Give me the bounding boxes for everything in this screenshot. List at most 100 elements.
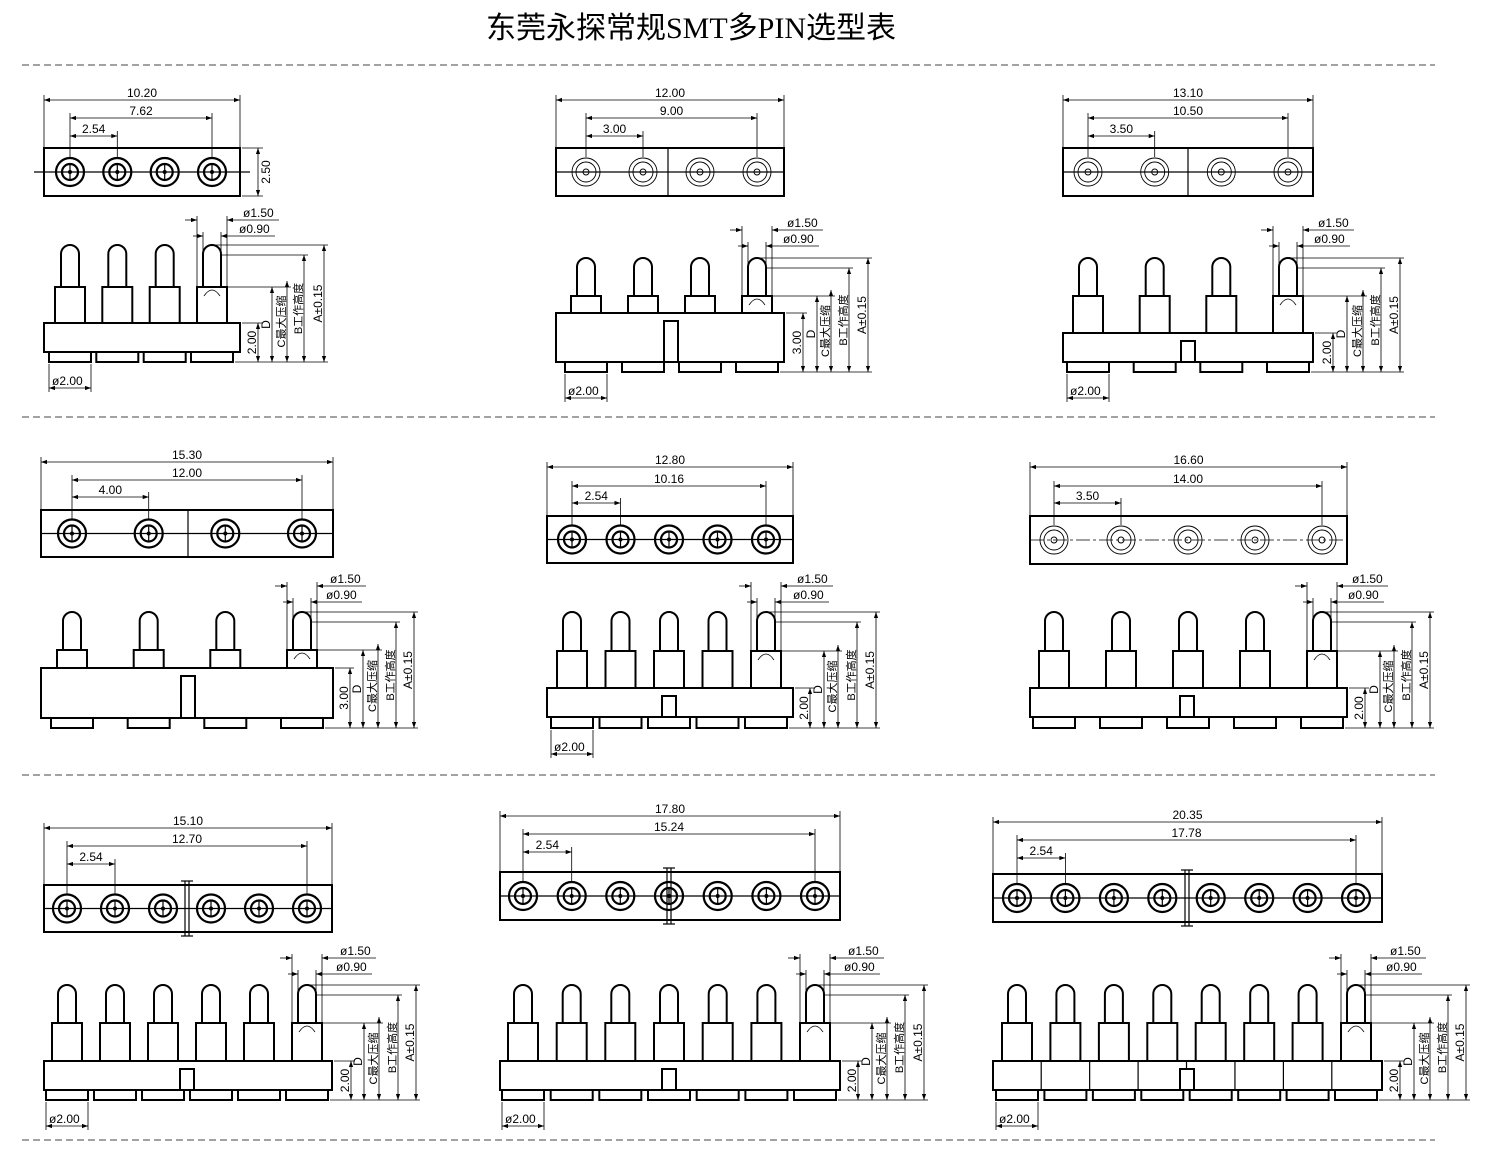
working-height-label: B工作高度 <box>1399 649 1413 700</box>
d-label: D <box>350 684 364 693</box>
pin-hole-outer-ring <box>605 524 636 555</box>
pin-barrel <box>51 1022 83 1062</box>
pin-barrel <box>1340 1022 1372 1062</box>
pin-barrel <box>750 1022 783 1062</box>
pin-hole-outer-ring <box>1106 525 1136 555</box>
base-locating-slot <box>180 675 196 719</box>
pogo-pin <box>99 984 131 1062</box>
pin-hole <box>133 518 164 549</box>
solder-foot <box>141 1089 185 1101</box>
pin-hole <box>750 524 782 555</box>
pin-barrel <box>1146 1022 1179 1062</box>
base-height-label: 2.00 <box>1352 696 1366 720</box>
working-height-label: B工作高度 <box>892 1022 906 1073</box>
pin-hole-outer-ring <box>653 880 685 912</box>
pin-hole <box>556 880 587 912</box>
pin-hole-outer-ring <box>751 880 782 912</box>
pin-plunger <box>1152 984 1173 1024</box>
plunger-stroke-arc <box>203 289 221 297</box>
pin-plunger <box>610 984 631 1024</box>
insulator-base <box>43 322 241 353</box>
pin-plunger <box>1200 984 1221 1024</box>
barrel-diameter-label: ø1.50 <box>848 944 879 958</box>
pin-barrel <box>1097 1022 1130 1062</box>
pin-barrel <box>132 649 165 669</box>
total-height-label: A±0.15 <box>1453 1023 1467 1061</box>
pin-hole-outer-ring <box>149 156 180 188</box>
pin-hole-inner-ring <box>1244 529 1266 551</box>
plunger-diameter-label: ø0.90 <box>239 222 270 236</box>
pin-barrel <box>1072 295 1104 334</box>
pin-plunger <box>1312 611 1332 652</box>
solder-foot <box>647 1089 691 1101</box>
pin-hole <box>1073 157 1103 187</box>
pin-plunger <box>1055 984 1076 1024</box>
pin-barrel <box>1105 650 1137 689</box>
barrel-diameter-label: ø1.50 <box>243 206 274 220</box>
pin-barrel <box>799 1022 831 1062</box>
pin-plunger <box>249 984 269 1024</box>
pin-span-label: 15.24 <box>654 820 684 834</box>
solder-foot <box>280 717 324 729</box>
foot-diameter-label: ø2.00 <box>505 1112 536 1126</box>
pin-hole-outer-ring <box>799 880 831 912</box>
pin-barrel <box>1205 295 1238 334</box>
solder-foot <box>678 361 722 373</box>
pin-hole-inner-ring <box>1110 529 1132 551</box>
pin-plunger <box>756 984 777 1024</box>
total-height-label: A±0.15 <box>401 651 415 689</box>
pin-hole <box>243 893 275 924</box>
solder-foot <box>1233 716 1277 729</box>
plunger-stroke-arc <box>1313 653 1331 661</box>
max-compression-label: C最大压缩 <box>1417 1033 1431 1085</box>
pin-barrel <box>1001 1022 1033 1062</box>
plunger-diameter-label: ø0.90 <box>793 588 824 602</box>
base-locating-slot <box>661 695 677 718</box>
pin-hole-outer-ring <box>1147 882 1178 914</box>
pin-hole <box>799 880 831 912</box>
pin-hole-outer-ring <box>286 518 318 549</box>
pin-plunger <box>659 611 679 652</box>
pin-plunger <box>561 984 582 1024</box>
solder-foot <box>550 716 594 729</box>
pogo-pin <box>653 611 685 689</box>
pin-barrel <box>555 1022 588 1062</box>
pin-plunger <box>1278 257 1298 297</box>
pogo-pin <box>555 984 588 1062</box>
barrel-diameter-label: ø1.50 <box>1352 572 1383 586</box>
pin-hole-outer-ring <box>147 893 179 924</box>
working-height-label: B工作高度 <box>383 649 397 700</box>
base-height-label: 2.00 <box>1320 340 1334 364</box>
pin-plunger <box>60 244 80 288</box>
pin-barrel <box>1038 650 1070 689</box>
pin-barrel <box>701 650 734 689</box>
solder-foot <box>285 1089 329 1101</box>
pogo-pin <box>604 611 637 689</box>
pin-pitch-label: 3.50 <box>1076 489 1100 503</box>
base-locating-slot <box>1180 340 1196 363</box>
pogo-pin <box>570 257 602 314</box>
pin-plunger <box>562 611 582 652</box>
plunger-diameter-label: ø0.90 <box>336 960 367 974</box>
pin-barrel <box>101 286 134 324</box>
pogo-pin <box>147 984 179 1062</box>
base-locating-slot <box>663 320 679 363</box>
pin-barrel <box>653 1022 685 1062</box>
pin-hole-outer-ring <box>1073 157 1103 187</box>
pin-hole <box>102 156 133 188</box>
pin-hole-inner-ring <box>689 161 711 183</box>
pin-plunger <box>690 257 710 297</box>
pin-barrel <box>147 1022 179 1062</box>
solder-foot <box>598 716 643 729</box>
pin-plunger <box>513 984 533 1024</box>
working-height-label: B工作高度 <box>844 649 858 700</box>
pin-plunger <box>215 611 236 651</box>
pin-barrel <box>604 1022 637 1062</box>
pin-plunger <box>1111 611 1131 652</box>
pin-hole <box>1195 882 1226 914</box>
pin-barrel <box>1172 650 1204 689</box>
pin-barrel <box>56 649 88 669</box>
pin-plunger <box>1144 257 1165 297</box>
